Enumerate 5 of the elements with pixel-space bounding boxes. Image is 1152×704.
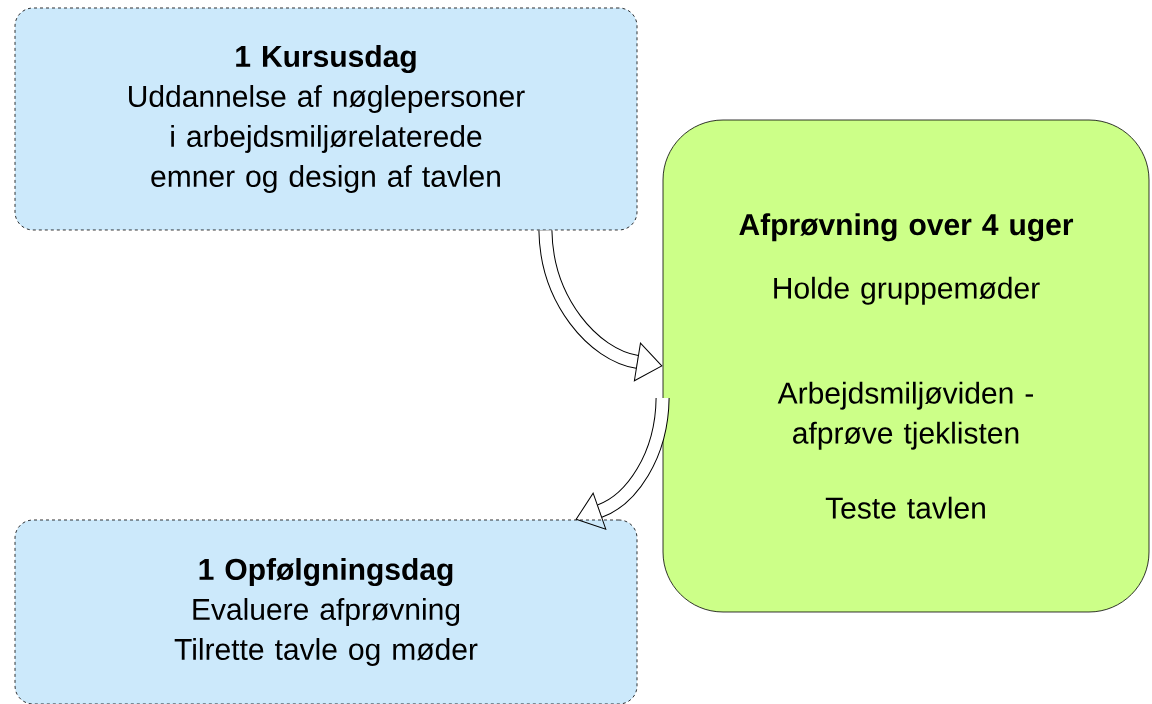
step-box: 1 Kursusdag Uddannelse af nøglepersoner i arbejdsmiljørelaterede emner og design af tavlen xyxy=(14,7,638,231)
step-box: Afprøvning over 4 uger Holde gruppemøder Arbejdsmiljøviden - afprøve tjeklisten Teste tavlen xyxy=(662,119,1150,613)
curved-block-arrow xyxy=(538,229,663,382)
step-box: 1 Opfølgningsdag Evaluere afprøvning Tilrette tavle og møder xyxy=(14,519,638,704)
curved-block-arrow xyxy=(575,397,670,530)
